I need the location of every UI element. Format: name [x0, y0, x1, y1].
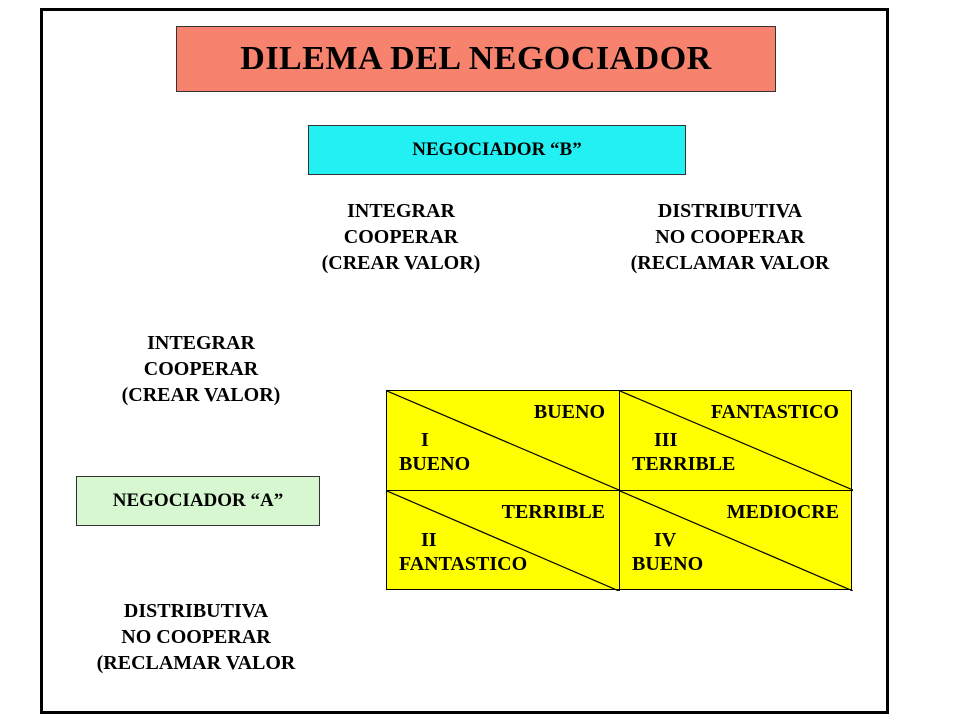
b-integrate-line-1: INTEGRAR [347, 200, 455, 222]
a-integrate-line-3: (CREAR VALOR) [121, 384, 281, 406]
quadrant-number: III [654, 429, 678, 451]
a-integrate-line-2: COOPERAR [143, 358, 259, 380]
payoff-b: MEDIOCRE [726, 501, 839, 523]
b-strategy-integrate: INTEGRAR COOPERAR (CREAR VALOR) [306, 198, 496, 276]
quadrant-number: II [421, 529, 437, 551]
b-distribute-line-2: NO COOPERAR [655, 226, 805, 248]
quadrant-number: I [421, 429, 429, 451]
diagram-title: DILEMA DEL NEGOCIADOR [176, 26, 776, 92]
negotiator-b-box: NEGOCIADOR “B” [308, 125, 686, 175]
a-distribute-line-1: DISTRIBUTIVA [123, 600, 269, 622]
negotiator-a-box: NEGOCIADOR “A” [76, 476, 320, 526]
payoff-a: FANTASTICO [399, 553, 528, 575]
payoff-a: TERRIBLE [632, 453, 736, 475]
a-distribute-line-2: NO COOPERAR [121, 626, 271, 648]
a-integrate-line-1: INTEGRAR [147, 332, 255, 354]
b-integrate-line-2: COOPERAR [343, 226, 459, 248]
cell-diagonal [387, 391, 619, 490]
b-distribute-line-3: (RECLAMAR VALOR [630, 252, 830, 274]
quadrant-number: IV [654, 529, 677, 551]
matrix-cell-quadrant-3: FANTASTICO III TERRIBLE [620, 391, 853, 491]
payoff-a: BUENO [632, 553, 704, 575]
matrix-cell-quadrant-2: TERRIBLE II FANTASTICO [387, 491, 620, 591]
payoff-a: BUENO [399, 453, 471, 475]
a-strategy-distribute: DISTRIBUTIVA NO COOPERAR (RECLAMAR VALOR [78, 598, 314, 676]
matrix-cell-quadrant-1: BUENO I BUENO [387, 391, 620, 491]
cell-diagonal [620, 491, 853, 591]
b-integrate-line-3: (CREAR VALOR) [321, 252, 481, 274]
b-strategy-distribute: DISTRIBUTIVA NO COOPERAR (RECLAMAR VALOR [612, 198, 848, 276]
a-distribute-line-3: (RECLAMAR VALOR [96, 652, 296, 674]
matrix-cell-quadrant-4: MEDIOCRE IV BUENO [620, 491, 853, 591]
payoff-b: BUENO [533, 401, 605, 423]
a-strategy-integrate: INTEGRAR COOPERAR (CREAR VALOR) [106, 330, 296, 408]
payoff-b: FANTASTICO [710, 401, 839, 423]
payoff-b: TERRIBLE [501, 501, 605, 523]
cell-diagonal [387, 491, 619, 591]
cell-diagonal [620, 391, 853, 490]
b-distribute-line-1: DISTRIBUTIVA [657, 200, 803, 222]
payoff-matrix: BUENO I BUENO FANTASTICO III TERRIBLE TE… [386, 390, 853, 591]
